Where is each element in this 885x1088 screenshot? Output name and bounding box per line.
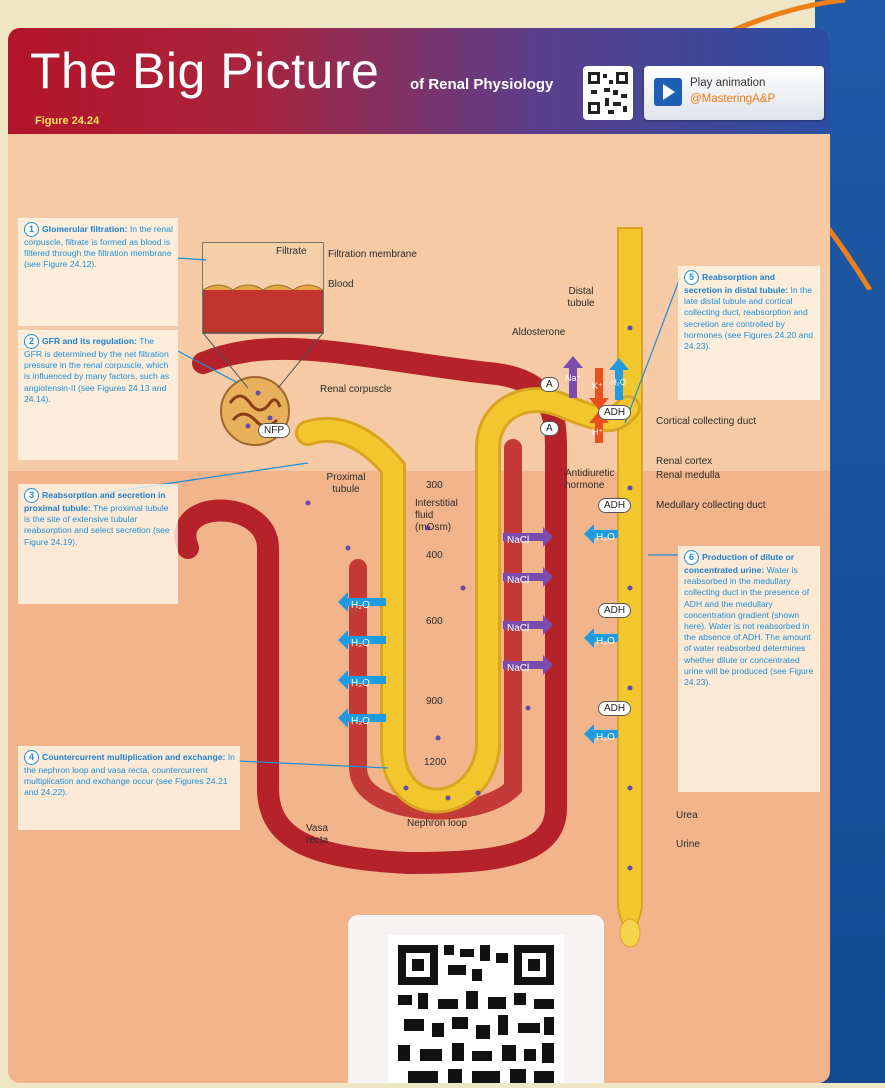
- h2o-label-left-2: H₂O: [351, 638, 370, 650]
- step-number-3: 3: [24, 488, 39, 503]
- adh-badge-cortex: ADH: [598, 405, 631, 420]
- h2o-label-left-1: H₂O: [351, 600, 370, 612]
- osm-900-label: 900: [426, 696, 443, 708]
- h2o-up-label: H₂O: [611, 377, 626, 389]
- osm-400-label: 400: [426, 550, 443, 562]
- k-label: K⁺: [592, 380, 603, 392]
- h2o-label-left-3: H₂O: [351, 678, 370, 690]
- step-number-2: 2: [24, 334, 39, 349]
- urea-label: Urea: [676, 810, 698, 822]
- renal-corpuscle-label: Renal corpuscle: [320, 384, 392, 396]
- adh-badge-medulla-2: ADH: [598, 603, 631, 618]
- note-heading: Glomerular filtration:: [42, 224, 127, 234]
- distal-tubule-label: Distal tubule: [561, 286, 601, 310]
- h-label: H⁺: [592, 426, 603, 438]
- osm-1200-label: 1200: [424, 757, 446, 769]
- vasa-recta-label: Vasa recta: [306, 823, 336, 847]
- cortical-collecting-duct-label: Cortical collecting duct: [656, 416, 776, 428]
- step-number-6: 6: [684, 550, 699, 565]
- filtrate-label: Filtrate: [276, 246, 307, 258]
- nacl-label-1: NaCl: [507, 535, 529, 547]
- na-label: Na⁺: [565, 372, 581, 384]
- blood-label: Blood: [328, 279, 354, 291]
- aldosterone-label: Aldosterone: [512, 327, 565, 339]
- step-number-1: 1: [24, 222, 39, 237]
- proximal-tubule-label: Proximal tubule: [324, 472, 368, 496]
- note-heading: GFR and its regulation:: [42, 336, 137, 346]
- osm-600-label: 600: [426, 616, 443, 628]
- note-heading: Reabsorption and secretion in distal tub…: [684, 272, 788, 295]
- interstitial-fluid-label: Interstitial fluid (mOsm): [415, 498, 461, 534]
- renal-medulla-label: Renal medulla: [656, 470, 720, 482]
- qr-code-large[interactable]: [348, 915, 604, 1083]
- note-heading: Countercurrent multiplication and exchan…: [42, 752, 225, 762]
- filtration-membrane-label: Filtration membrane: [328, 249, 417, 261]
- nfp-badge: NFP: [258, 423, 290, 438]
- h2o-label-left-4: H₂O: [351, 716, 370, 728]
- urine-drop: [620, 919, 640, 947]
- nephron-loop-label: Nephron loop: [407, 818, 467, 830]
- h2o-label-right-1: H₂O: [596, 532, 615, 544]
- adh-badge-medulla-3: ADH: [598, 701, 631, 716]
- nacl-label-3: NaCl: [507, 623, 529, 635]
- h2o-label-right-2: H₂O: [596, 636, 615, 648]
- antidiuretic-hormone-label: Antidiuretic hormone: [565, 468, 625, 492]
- renal-cortex-label: Renal cortex: [656, 456, 712, 468]
- osm-300-label: 300: [426, 480, 443, 492]
- urine-label: Urine: [676, 839, 700, 851]
- step-number-4: 4: [24, 750, 39, 765]
- step-number-5: 5: [684, 270, 699, 285]
- nacl-label-4: NaCl: [507, 663, 529, 675]
- note-body: Water is reabsorbed in the medullary col…: [684, 565, 813, 687]
- collecting-duct: [618, 228, 642, 933]
- medullary-collecting-duct-label: Medullary collecting duct: [656, 500, 776, 512]
- aldosterone-a-badge: A: [540, 377, 559, 392]
- adh-badge-medulla-1: ADH: [598, 498, 631, 513]
- h2o-label-right-3: H₂O: [596, 732, 615, 744]
- note-body: The GFR is determined by the net filtrat…: [24, 336, 169, 404]
- nacl-label-2: NaCl: [507, 575, 529, 587]
- a-badge-lower: A: [540, 421, 559, 436]
